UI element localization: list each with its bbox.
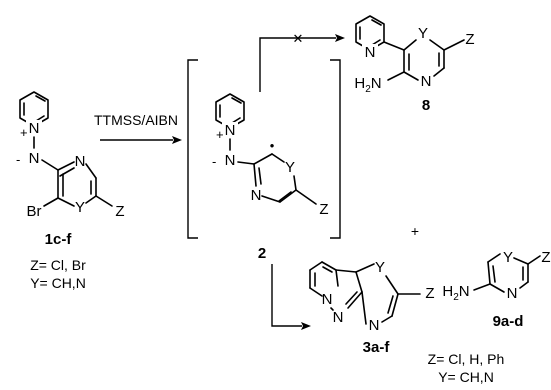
blocked-pathway-arrow: ✕ — [259, 31, 345, 92]
blocked-mark: ✕ — [293, 31, 304, 46]
atom-y: Y — [75, 199, 85, 216]
atom-y: Y — [503, 249, 513, 266]
charge-plus: + — [216, 127, 224, 142]
product-pathway-arrow — [271, 264, 311, 330]
atom-n-plus: N — [29, 120, 40, 137]
atom-z: Z — [319, 201, 328, 218]
reagent-arrow: TTMSS/AIBN — [94, 112, 182, 144]
atom-n: N — [75, 153, 86, 170]
reagent-label: TTMSS/AIBN — [94, 112, 178, 128]
compound-1-y-definition: Y= CH,N — [30, 275, 86, 291]
compound-3-z-definition: Z= Cl, H, Ph — [428, 351, 505, 367]
atom-n: N — [251, 187, 262, 204]
compound-1-z-definition: Z= Cl, Br — [30, 257, 86, 273]
intermediate-brackets — [187, 59, 341, 239]
charge-minus: - — [16, 152, 20, 167]
charge-minus: - — [212, 154, 216, 169]
atom-z: Z — [465, 31, 474, 48]
atom-n-plus: N — [225, 122, 236, 139]
atom-z: Z — [115, 203, 124, 220]
radical-dot: • — [270, 138, 275, 153]
atom-n: N — [421, 73, 432, 90]
compound-9: Y Z N H2N 9a-d — [442, 249, 550, 330]
compound-1-label: 1c-f — [45, 231, 73, 248]
atom-n-minus: N — [225, 152, 236, 169]
atom-n: N — [333, 309, 344, 326]
atom-n-minus: N — [29, 150, 40, 167]
compound-2: N + N - • Y Z N 2 — [212, 93, 329, 262]
atom-z: Z — [541, 249, 550, 266]
compound-1: N + N - N Y Br Z 1c-f Z= Cl, Br Y= CH,N — [16, 91, 125, 291]
atom-br: Br — [27, 203, 42, 220]
atom-n: N — [507, 285, 518, 302]
compound-3-label: 3a-f — [363, 339, 391, 356]
atom-n-bridgehead: N — [322, 291, 333, 308]
plus-sign: + — [411, 223, 419, 239]
atom-n: N — [369, 317, 380, 334]
charge-plus: + — [20, 125, 28, 140]
amino-group: H2N — [354, 75, 381, 95]
compound-9-label: 9a-d — [493, 313, 524, 330]
atom-y: Y — [285, 159, 295, 176]
compound-3: N N Y Z N 3a-f — [309, 259, 435, 356]
amino-group: H2N — [442, 283, 469, 303]
atom-y: Y — [375, 259, 385, 276]
atom-z: Z — [425, 285, 434, 302]
atom-n: N — [365, 44, 376, 61]
compound-3-y-definition: Y= CH,N — [438, 369, 494, 385]
atom-y: Y — [418, 25, 428, 42]
compound-8-label: 8 — [422, 97, 430, 114]
compound-8: N Y Z N H2N 8 — [354, 15, 475, 114]
compound-2-label: 2 — [258, 245, 266, 262]
